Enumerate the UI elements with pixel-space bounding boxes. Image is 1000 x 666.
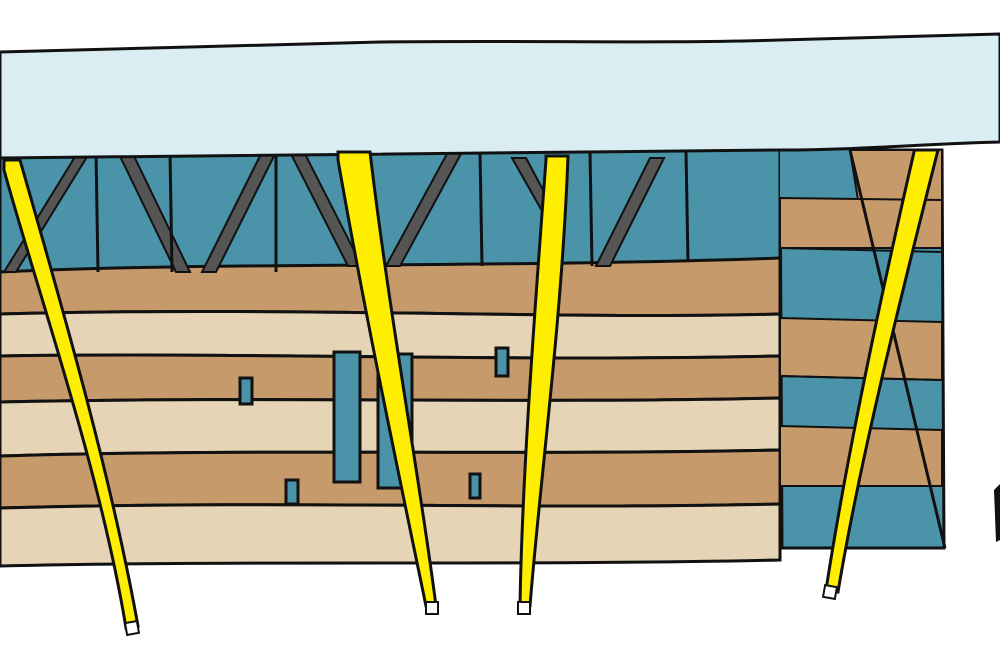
column-tips xyxy=(123,583,839,637)
roof-canopy xyxy=(0,32,1000,160)
partial-column-edge xyxy=(994,484,1000,542)
window-mullions xyxy=(94,151,690,273)
upper-glazed-facade xyxy=(0,148,782,274)
yellow-columns xyxy=(2,148,940,630)
